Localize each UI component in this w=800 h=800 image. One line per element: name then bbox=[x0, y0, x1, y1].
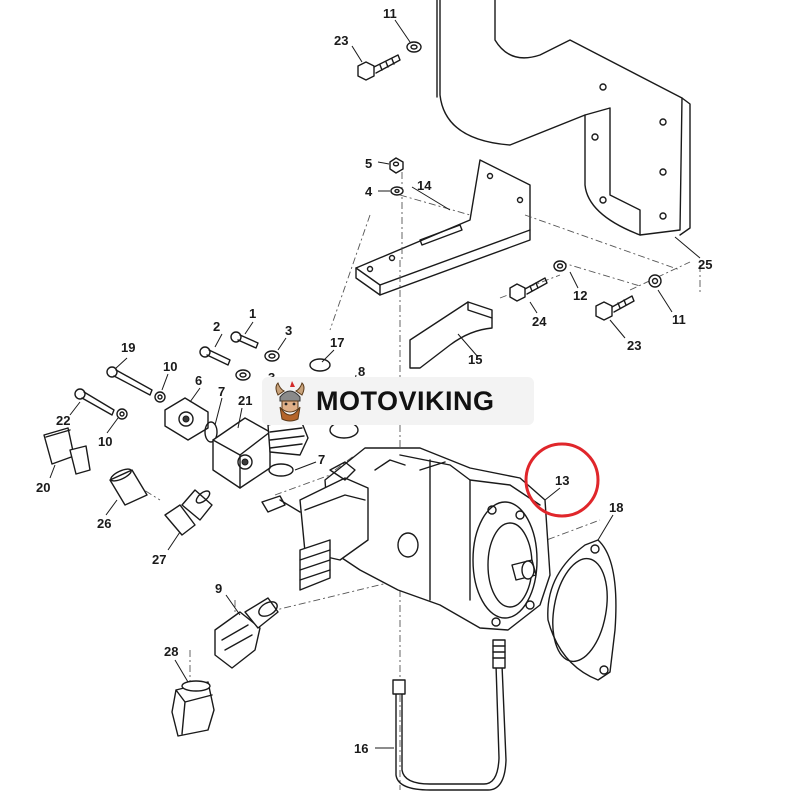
elbow-fitting-27 bbox=[164, 489, 213, 536]
bolt-2 bbox=[199, 346, 231, 366]
hydraulic-pump-13 bbox=[261, 447, 551, 631]
spacer-plate-15 bbox=[409, 301, 493, 369]
elbow-fitting-9 bbox=[214, 597, 279, 669]
callout-16: 16 bbox=[354, 741, 368, 756]
callout-23-top: 23 bbox=[334, 33, 348, 48]
callout-10-lower: 10 bbox=[98, 434, 112, 449]
callout-2: 2 bbox=[213, 319, 220, 334]
washer-12 bbox=[553, 260, 567, 272]
bolt-1 bbox=[230, 331, 259, 349]
washer-11-right bbox=[648, 274, 662, 288]
callout-13: 13 bbox=[555, 473, 569, 488]
bolt-22 bbox=[74, 388, 115, 416]
callout-20: 20 bbox=[36, 480, 50, 495]
watermark-banner: MOTOVIKING bbox=[262, 377, 534, 425]
o-ring-7-upper bbox=[204, 421, 218, 443]
callout-10-upper: 10 bbox=[163, 359, 177, 374]
washer-11-top bbox=[406, 41, 422, 53]
bolt-19 bbox=[106, 366, 153, 396]
callout-6: 6 bbox=[195, 373, 202, 388]
washer-10-upper bbox=[154, 391, 166, 403]
callout-27: 27 bbox=[152, 552, 166, 567]
callout-28: 28 bbox=[164, 644, 178, 659]
callout-12: 12 bbox=[573, 288, 587, 303]
mounting-bracket-25 bbox=[436, 0, 691, 236]
callout-11-right: 11 bbox=[672, 312, 686, 327]
callout-22: 22 bbox=[56, 413, 70, 428]
washer-10-lower bbox=[116, 408, 128, 420]
callout-26: 26 bbox=[97, 516, 111, 531]
callout-8: 8 bbox=[358, 364, 365, 379]
viking-logo-icon bbox=[275, 381, 305, 422]
support-bracket-14 bbox=[355, 159, 531, 296]
bolt-24 bbox=[509, 277, 548, 302]
highlight-circle bbox=[524, 442, 600, 518]
flange-6 bbox=[164, 397, 209, 441]
bolt-23-top bbox=[357, 54, 401, 81]
callout-11-top: 11 bbox=[383, 6, 397, 21]
callout-3-upper: 3 bbox=[285, 323, 292, 338]
callout-7-upper: 7 bbox=[218, 384, 225, 399]
callout-9: 9 bbox=[215, 581, 222, 596]
gasket-18 bbox=[547, 539, 617, 681]
o-ring-7-lower bbox=[268, 463, 294, 477]
hose-16 bbox=[392, 639, 507, 791]
callout-1: 1 bbox=[249, 306, 256, 321]
callout-23-right: 23 bbox=[627, 338, 641, 353]
leader-lines bbox=[49, 19, 701, 749]
callout-15: 15 bbox=[468, 352, 482, 367]
callout-17: 17 bbox=[330, 335, 344, 350]
watermark-text: MOTOVIKING bbox=[316, 385, 495, 416]
sensor-20 bbox=[43, 427, 91, 475]
callout-21: 21 bbox=[238, 393, 252, 408]
bolt-23-right bbox=[595, 295, 635, 321]
valve-block-21 bbox=[212, 417, 271, 489]
callout-25: 25 bbox=[698, 257, 712, 272]
callout-19: 19 bbox=[121, 340, 135, 355]
callout-4: 4 bbox=[365, 184, 373, 199]
adapter-26 bbox=[109, 468, 148, 506]
callout-24: 24 bbox=[532, 314, 547, 329]
callout-5: 5 bbox=[365, 156, 372, 171]
washer-3-upper bbox=[264, 350, 280, 362]
washer-4 bbox=[390, 186, 404, 196]
callout-14: 14 bbox=[417, 178, 432, 193]
connector-17 bbox=[267, 358, 331, 456]
washer-3-lower bbox=[235, 369, 251, 381]
callout-18: 18 bbox=[609, 500, 623, 515]
callout-7-lower: 7 bbox=[318, 452, 325, 467]
fitting-28 bbox=[171, 680, 215, 737]
nut-5 bbox=[389, 157, 404, 174]
